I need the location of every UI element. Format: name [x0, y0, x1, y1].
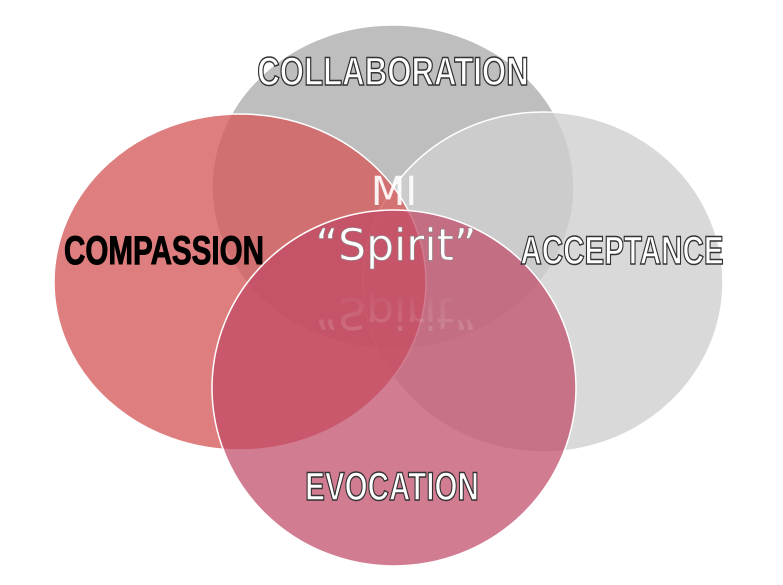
- label-acceptance: ACCEPTANCE: [520, 229, 723, 273]
- label-compassion: COMPASSION: [64, 229, 264, 273]
- center-subtitle: “Spirit”: [315, 220, 476, 271]
- label-evocation: EVOCATION: [305, 465, 479, 509]
- circle-evocation: [211, 209, 577, 567]
- label-collaboration: COLLABORATION: [257, 49, 528, 94]
- center-title: MI: [371, 169, 417, 215]
- center-subtitle-reflection: “Spirit”: [315, 287, 476, 338]
